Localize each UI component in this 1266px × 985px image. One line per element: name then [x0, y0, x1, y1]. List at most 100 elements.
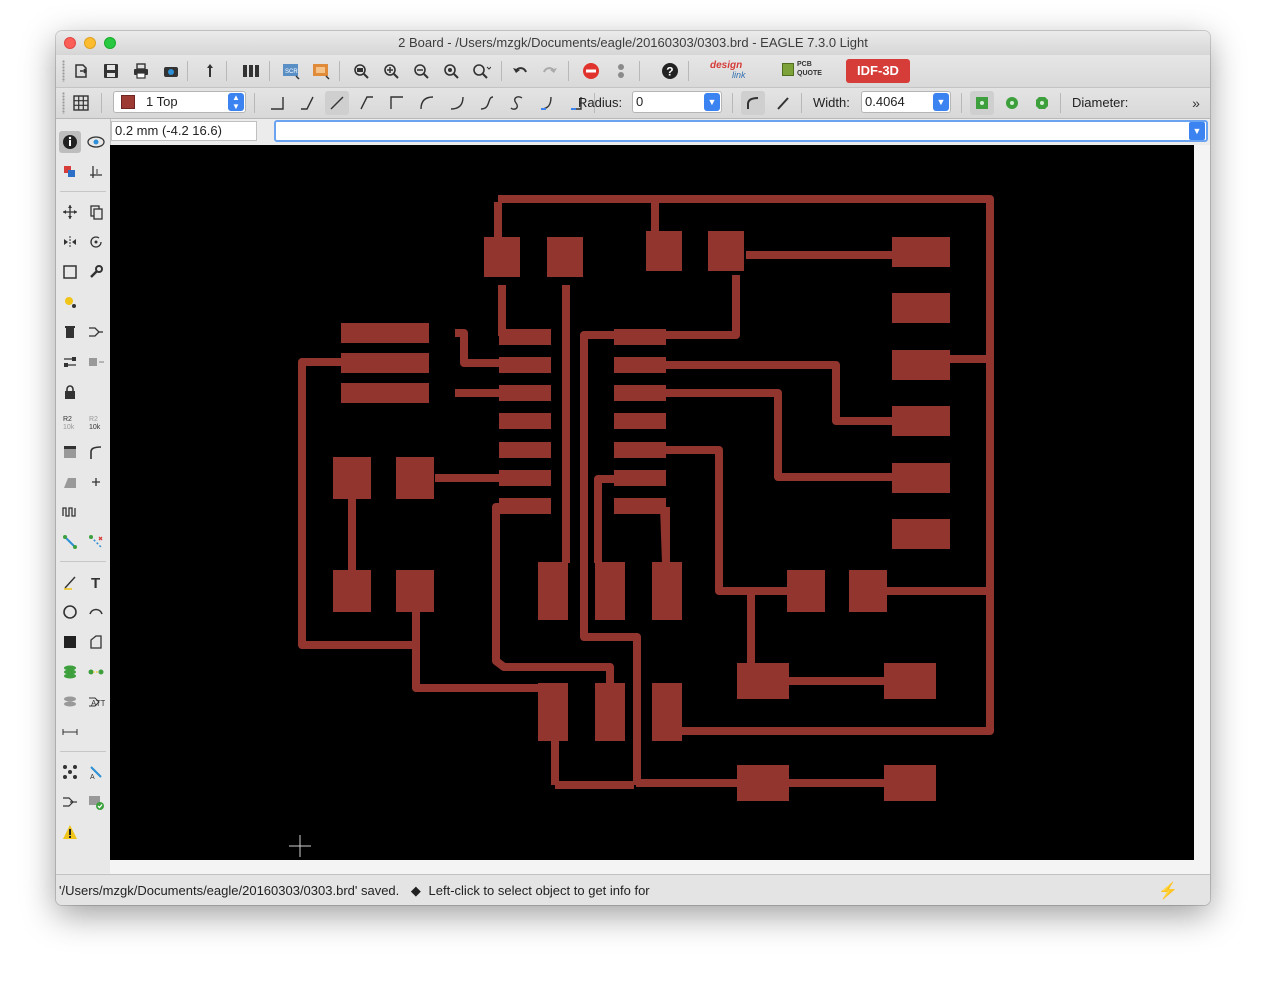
smd-pad[interactable]	[884, 663, 936, 699]
smd-pad[interactable]	[614, 442, 666, 458]
smd-pad[interactable]	[499, 357, 551, 373]
radius-combo[interactable]: 0 ▼	[632, 91, 722, 113]
lightning-icon[interactable]: ⚡	[1158, 883, 1178, 900]
smd-pad[interactable]	[892, 519, 950, 549]
split-tool-icon[interactable]	[59, 471, 81, 493]
bend-arc-bottom-icon[interactable]	[445, 91, 469, 115]
smd-pad[interactable]	[595, 562, 625, 620]
erc-tool-icon[interactable]	[59, 791, 81, 813]
bend-90-icon[interactable]	[265, 91, 289, 115]
bend-free-icon[interactable]	[475, 91, 499, 115]
smd-pad[interactable]	[484, 237, 520, 277]
open-icon[interactable]	[70, 59, 94, 83]
via-tool-icon[interactable]	[59, 661, 81, 683]
smd-pad[interactable]	[614, 357, 666, 373]
layer-select-stepper-icon[interactable]: ▲▼	[228, 93, 244, 111]
lock-tool-icon[interactable]	[59, 381, 81, 403]
close-window-button[interactable]	[64, 37, 76, 49]
bend-90-top-icon[interactable]	[385, 91, 409, 115]
smd-pad[interactable]	[499, 442, 551, 458]
zoom-window-button[interactable]	[104, 37, 116, 49]
zoom-out-icon[interactable]	[409, 59, 433, 83]
smd-pad[interactable]	[787, 570, 825, 612]
miter-tool-icon[interactable]	[85, 441, 107, 463]
smd-pad[interactable]	[396, 570, 434, 612]
redo-icon[interactable]	[538, 59, 562, 83]
smd-pad[interactable]	[499, 413, 551, 429]
radius-dropdown-chevron-icon[interactable]: ▼	[704, 93, 720, 111]
smd-pad[interactable]	[333, 457, 371, 499]
smd-pad[interactable]	[884, 765, 936, 801]
bend-corner-blue-icon[interactable]	[565, 91, 589, 115]
meander-tool-icon[interactable]	[59, 501, 81, 523]
smd-pad[interactable]	[614, 498, 666, 514]
smd-pad[interactable]	[499, 329, 551, 345]
optimize-tool-icon[interactable]	[85, 471, 107, 493]
smd-pad[interactable]	[614, 385, 666, 401]
move-tool-icon[interactable]	[59, 201, 81, 223]
stop-icon[interactable]	[579, 59, 603, 83]
idf-3d-button[interactable]: IDF-3D	[846, 59, 910, 83]
horizontal-scrollbar[interactable]	[110, 860, 1194, 874]
cam-processor-icon[interactable]	[159, 59, 183, 83]
smd-pad[interactable]	[849, 570, 887, 612]
layer-select[interactable]: 1 Top ▲▼	[113, 91, 246, 113]
pcb-quote-button[interactable]: PCB QUOTE	[782, 61, 822, 81]
smd-pad[interactable]	[614, 413, 666, 429]
via-square-icon[interactable]	[970, 91, 994, 115]
smd-pad[interactable]	[892, 293, 950, 323]
smd-pad[interactable]	[595, 683, 625, 741]
vertical-scrollbar[interactable]	[1194, 145, 1210, 874]
smd-pad[interactable]	[892, 463, 950, 493]
rotate-tool-icon[interactable]	[85, 231, 107, 253]
grid-icon[interactable]	[69, 91, 93, 115]
via-octagon-icon[interactable]	[1030, 91, 1054, 115]
command-line-input[interactable]: ▼	[274, 120, 1208, 142]
zoom-select-icon[interactable]	[469, 59, 493, 83]
attribute-tool-icon[interactable]: ATT	[85, 691, 107, 713]
go-icon[interactable]	[609, 59, 633, 83]
board-canvas[interactable]	[110, 145, 1194, 860]
ripup-tool-icon[interactable]	[85, 531, 107, 553]
bend-arc-blue-icon[interactable]	[535, 91, 559, 115]
zoom-to-fit-icon[interactable]	[349, 59, 373, 83]
display-layers-icon[interactable]	[59, 161, 81, 183]
delete-tool-icon[interactable]	[59, 321, 81, 343]
redraw-icon[interactable]	[439, 59, 463, 83]
smd-pad[interactable]	[614, 470, 666, 486]
bend-arc-top-icon[interactable]	[415, 91, 439, 115]
round-corner-icon[interactable]	[741, 91, 765, 115]
smd-pad[interactable]	[538, 683, 568, 741]
drc-tool-icon[interactable]	[85, 791, 107, 813]
text-tool-icon[interactable]: T	[85, 571, 107, 593]
print-icon[interactable]	[129, 59, 153, 83]
pinswap-tool-icon[interactable]	[59, 351, 81, 373]
smd-pad[interactable]	[652, 683, 682, 741]
run-script-icon[interactable]: SCR	[279, 59, 303, 83]
via-round-icon[interactable]	[1000, 91, 1024, 115]
info-tool-icon[interactable]	[59, 131, 81, 153]
help-icon[interactable]: ?	[658, 59, 682, 83]
smd-pad[interactable]	[737, 765, 789, 801]
toolbar-overflow-chevron-icon[interactable]: »	[1192, 95, 1200, 111]
show-tool-icon[interactable]	[85, 131, 107, 153]
width-combo[interactable]: 0.4064 ▼	[861, 91, 951, 113]
minimize-window-button[interactable]	[84, 37, 96, 49]
autorouter-tool-icon[interactable]: A	[85, 761, 107, 783]
smd-pad[interactable]	[892, 406, 950, 436]
smd-pad[interactable]	[892, 350, 950, 380]
smd-pad[interactable]	[708, 231, 744, 271]
smd-pad[interactable]	[892, 237, 950, 267]
designlink-button[interactable]: design link	[708, 60, 754, 82]
parameter-toolbar-grip[interactable]	[62, 92, 65, 114]
bend-s-icon[interactable]	[505, 91, 529, 115]
bend-45-icon[interactable]	[295, 91, 319, 115]
bend-45-top-icon[interactable]	[355, 91, 379, 115]
smd-pad[interactable]	[396, 457, 434, 499]
copy-tool-icon[interactable]	[85, 201, 107, 223]
arc-tool-icon[interactable]	[85, 601, 107, 623]
smd-pad[interactable]	[341, 323, 429, 343]
errors-warning-icon[interactable]	[59, 821, 81, 843]
run-ulp-icon[interactable]	[309, 59, 333, 83]
script-bars-icon[interactable]	[239, 59, 263, 83]
